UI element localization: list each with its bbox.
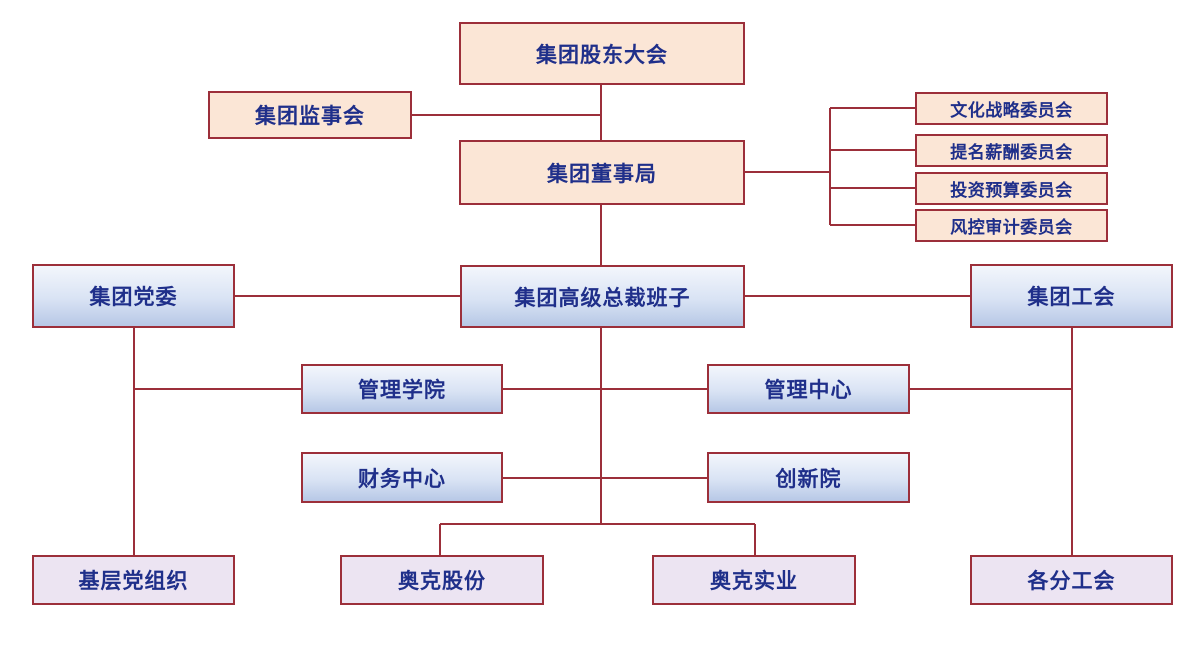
- node-finance-center: 财务中心: [301, 452, 503, 503]
- node-branch-unions: 各分工会: [970, 555, 1173, 605]
- node-committee-investment-budget: 投资预算委员会: [915, 172, 1108, 205]
- node-committee-nomination-compensation: 提名薪酬委员会: [915, 134, 1108, 167]
- node-board-of-directors: 集团董事局: [459, 140, 745, 205]
- node-innovation-institute: 创新院: [707, 452, 910, 503]
- node-committee-culture-strategy: 文化战略委员会: [915, 92, 1108, 125]
- node-labor-union: 集团工会: [970, 264, 1173, 328]
- node-shareholders: 集团股东大会: [459, 22, 745, 85]
- node-aokang-industry: 奥克实业: [652, 555, 856, 605]
- node-grassroots-party: 基层党组织: [32, 555, 235, 605]
- node-management-center: 管理中心: [707, 364, 910, 414]
- node-committee-risk-audit: 风控审计委员会: [915, 209, 1108, 242]
- node-party-committee: 集团党委: [32, 264, 235, 328]
- node-supervisory-board: 集团监事会: [208, 91, 412, 139]
- node-senior-executives: 集团高级总裁班子: [460, 265, 745, 328]
- node-management-academy: 管理学院: [301, 364, 503, 414]
- node-aokang-shares: 奥克股份: [340, 555, 544, 605]
